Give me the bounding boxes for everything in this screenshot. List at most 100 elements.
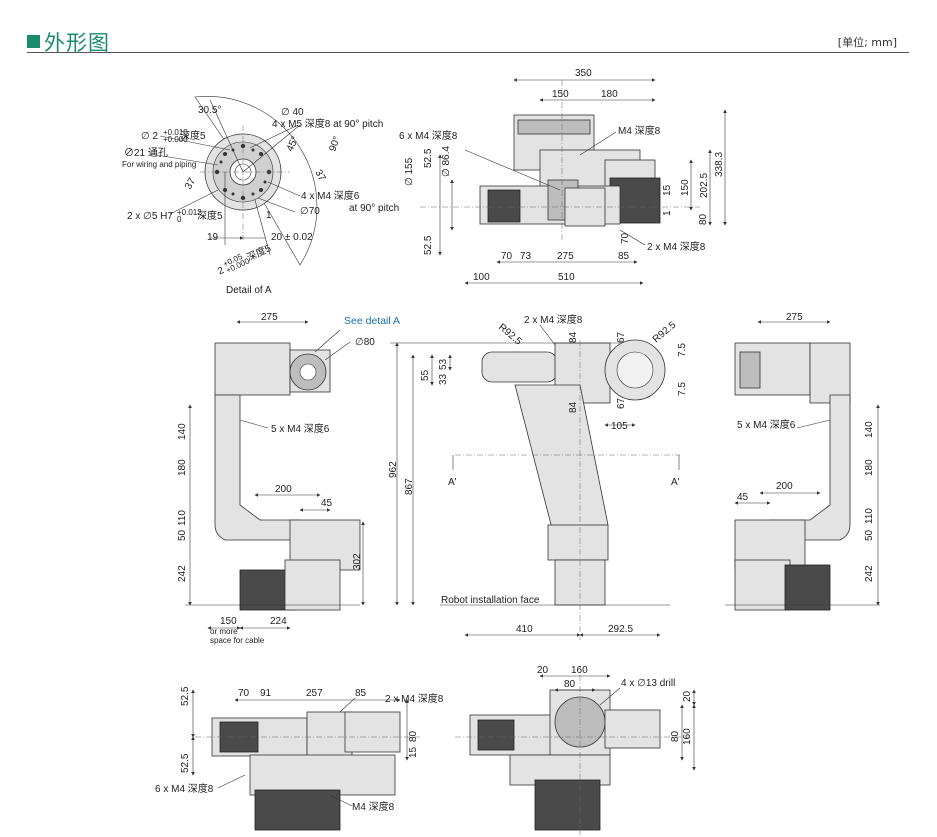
label-detail-a-phi70: ∅70	[300, 206, 320, 217]
label-front-50: 50	[177, 529, 188, 541]
label-top-m4-single: M4 深度8	[618, 124, 661, 137]
label-detail-a-37a: 37	[183, 176, 198, 192]
label-br-20: 20	[537, 665, 549, 676]
label-front-cable-2: space for cable	[210, 636, 265, 645]
label-side-410: 410	[516, 624, 533, 635]
bottom-left-view: 52.5 70 91 257 85 2 x M4 深度8 80 15 52.5 …	[155, 686, 444, 831]
label-front-200: 200	[275, 484, 292, 495]
label-detail-a-45: 45°	[285, 135, 301, 153]
label-side-a-left: A'	[448, 477, 457, 488]
label-detail-a-pin2-depth: 深度5	[180, 129, 206, 142]
label-side-867: 867	[404, 478, 415, 495]
label-top-275: 275	[557, 251, 574, 262]
label-detail-a-pin2: ∅ 2	[141, 131, 158, 142]
label-top-180: 180	[601, 89, 618, 100]
label-top-m4x2: 2 x M4 深度8	[647, 240, 706, 253]
label-top-510: 510	[558, 272, 575, 283]
label-detail-a-h7-tol-top: +0.012	[177, 208, 202, 217]
label-bl-15: 15	[408, 746, 419, 758]
label-top-80: 80	[698, 213, 709, 225]
label-front-275: 275	[261, 312, 278, 323]
label-front-phi80: ∅80	[355, 337, 375, 348]
label-top-52-5b: 52.5	[423, 235, 434, 255]
label-top-150: 150	[552, 89, 569, 100]
label-front-180: 180	[177, 459, 188, 476]
label-side-84a: 84	[568, 331, 579, 343]
label-side-53: 53	[438, 358, 449, 370]
label-top-85: 85	[618, 251, 630, 262]
label-side-33: 33	[438, 373, 449, 385]
label-side-962: 962	[388, 461, 399, 478]
label-top-52-5a: 52.5	[423, 148, 434, 168]
label-bl-52-5b: 52.5	[180, 753, 191, 773]
unit-note: [单位; mm]	[837, 36, 897, 49]
label-side-7-5a: 7.5	[677, 343, 688, 357]
label-br-80v: 80	[670, 730, 681, 742]
front-view: 275 See detail A ∅80 5 x M4 深度6 140 180 …	[177, 312, 400, 645]
label-front-302: 302	[352, 553, 363, 570]
label-bl-m4-single: M4 深度8	[352, 800, 395, 813]
label-top-338: 338.3	[714, 152, 725, 177]
label-detail-a-90: 90°	[327, 135, 343, 153]
label-rear-45: 45	[737, 492, 749, 503]
label-bl-257: 257	[306, 688, 323, 699]
page-title: 外形图	[44, 31, 110, 55]
label-detail-a-slot: 2	[216, 265, 226, 278]
label-side-r92a: R92.5	[496, 322, 524, 348]
label-bl-70: 70	[238, 688, 250, 699]
label-detail-a-through: ∅21 通孔	[124, 147, 168, 159]
label-bl-80: 80	[408, 730, 419, 742]
label-br-80: 80	[564, 679, 576, 690]
label-detail-a-37b: 37	[312, 168, 327, 184]
label-side-105: 105	[611, 421, 628, 432]
label-detail-a-20: 20 ± 0.02	[271, 232, 313, 243]
label-detail-a-m5: 4 x M5 深度8 at 90° pitch	[272, 117, 383, 130]
label-detail-a-phi40: ∅ 40	[281, 107, 304, 118]
label-top-1: 1	[662, 210, 673, 216]
label-bl-52-5a: 52.5	[180, 686, 191, 706]
label-side-55: 55	[420, 369, 431, 381]
label-detail-a-m4: 4 x M4 深度6	[301, 189, 360, 202]
label-br-drill: 4 x ∅13 drill	[621, 678, 675, 689]
label-front-see-detail: See detail A	[344, 315, 400, 327]
label-side-84b: 84	[568, 401, 579, 413]
label-side-a-right: A'	[671, 477, 680, 488]
label-rear-110: 110	[864, 508, 875, 524]
label-bl-m4x6: 6 x M4 深度8	[155, 782, 214, 795]
label-top-70: 70	[501, 251, 513, 262]
label-detail-a-1: 1	[266, 210, 272, 221]
label-detail-a-wiring: For wiring and piping	[122, 160, 196, 169]
bottom-right-view: 20 160 80 4 x ∅13 drill 20 80 160	[455, 665, 696, 835]
label-top-phi155: ∅ 155	[404, 157, 415, 186]
label-front-242: 242	[177, 565, 188, 582]
label-rear-180: 180	[864, 459, 875, 476]
label-front-224: 224	[270, 616, 287, 627]
label-top-350: 350	[575, 68, 592, 79]
label-detail-a-19: 19	[207, 232, 219, 243]
label-top-150v: 150	[680, 179, 691, 196]
label-detail-a-h7-tol-bot: 0	[177, 215, 182, 224]
label-detail-a-30-5: 30.5°	[198, 105, 221, 116]
label-side-r92b: R92.5	[651, 319, 679, 345]
top-view: 350 150 180 6 x M4 深度8 M4 深度8 ∅ 155 52.5…	[399, 68, 727, 285]
label-top-phi86: ∅ 86.4	[441, 146, 452, 177]
label-br-20v: 20	[682, 690, 693, 702]
label-rear-50: 50	[864, 529, 875, 541]
label-rear-200: 200	[776, 481, 793, 492]
label-side-m4x2: 2 x M4 深度8	[524, 313, 583, 326]
label-top-15: 15	[662, 184, 673, 196]
title-divider	[27, 52, 909, 53]
label-front-150: 150	[220, 616, 237, 627]
label-rear-m4x5: 5 x M4 深度6	[737, 418, 796, 431]
label-front-110: 110	[177, 510, 188, 526]
label-detail-a-h7: 2 x ∅5 H7	[127, 211, 173, 222]
label-bl-91: 91	[260, 688, 272, 699]
label-detail-a-pin2-tol-top: +0.010	[163, 128, 188, 137]
label-detail-a-h7-depth: 深度5	[197, 209, 223, 222]
label-front-m4x5: 5 x M4 深度6	[271, 422, 330, 435]
title-square-icon	[27, 35, 40, 48]
detail-a-view: 30.5° ∅ 40 4 x M5 深度8 at 90° pitch ∅ 2 +…	[122, 96, 399, 296]
label-detail-a-slot-depth: 深度5	[244, 241, 273, 264]
label-side-7-5b: 7.5	[677, 382, 688, 396]
label-side-67a: 67	[616, 331, 627, 343]
